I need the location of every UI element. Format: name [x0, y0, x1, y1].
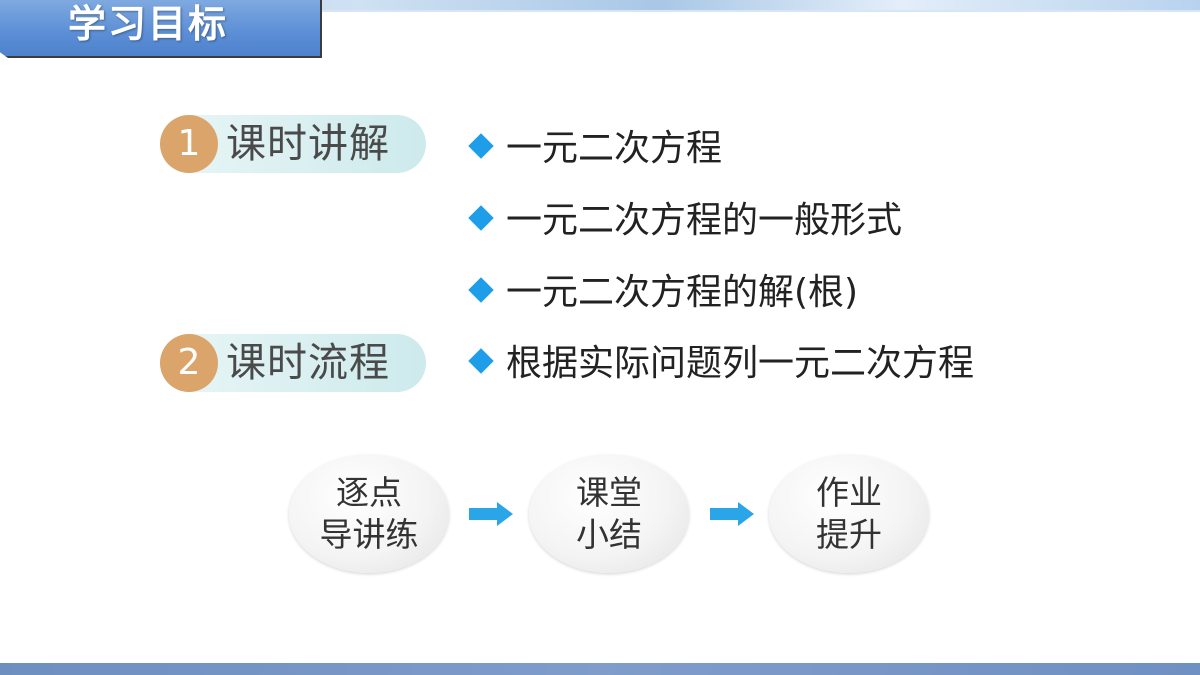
flow-step-1: 逐点 导讲练	[289, 455, 449, 573]
flow-step-line1: 逐点	[336, 473, 402, 512]
flow-step-line1: 课堂	[576, 473, 642, 512]
flow-step-2: 课堂 小结	[529, 455, 689, 573]
section-label-1: 课时讲解	[226, 121, 390, 167]
diamond-icon	[468, 133, 494, 159]
section-pill-2: 2 课时流程	[160, 334, 426, 392]
page-title: 学习目标	[68, 2, 229, 46]
section-number-2: 2	[160, 334, 218, 392]
right-arrow-icon	[710, 502, 754, 526]
title-tab	[0, 0, 322, 58]
bullet-item: 根据实际问题列一元二次方程	[464, 342, 974, 386]
bullet-item: 一元二次方程的一般形式	[464, 199, 902, 243]
diamond-icon	[468, 205, 494, 231]
flow-step-line1: 作业	[816, 473, 882, 512]
section-pill-1: 1 课时讲解	[160, 115, 426, 173]
flow-step-3: 作业 提升	[769, 455, 929, 573]
bullet-text: 一元二次方程	[506, 128, 723, 169]
bullet-text: 根据实际问题列一元二次方程	[506, 343, 975, 384]
right-arrow-icon	[469, 502, 513, 526]
section-label-2: 课时流程	[226, 340, 390, 386]
bullet-item: 一元二次方程的解(根)	[464, 271, 858, 315]
diamond-icon	[468, 277, 494, 303]
flow-step-line2: 提升	[816, 515, 882, 554]
bullet-text: 一元二次方程的一般形式	[506, 200, 903, 241]
diamond-icon	[468, 348, 494, 374]
flow-step-line2: 小结	[576, 515, 642, 554]
bullet-text: 一元二次方程的解(根)	[506, 272, 859, 313]
section-number-1: 1	[160, 115, 218, 173]
flow-step-line2: 导讲练	[319, 515, 419, 554]
bottom-decor-band	[0, 663, 1200, 675]
bullet-item: 一元二次方程	[464, 127, 722, 171]
